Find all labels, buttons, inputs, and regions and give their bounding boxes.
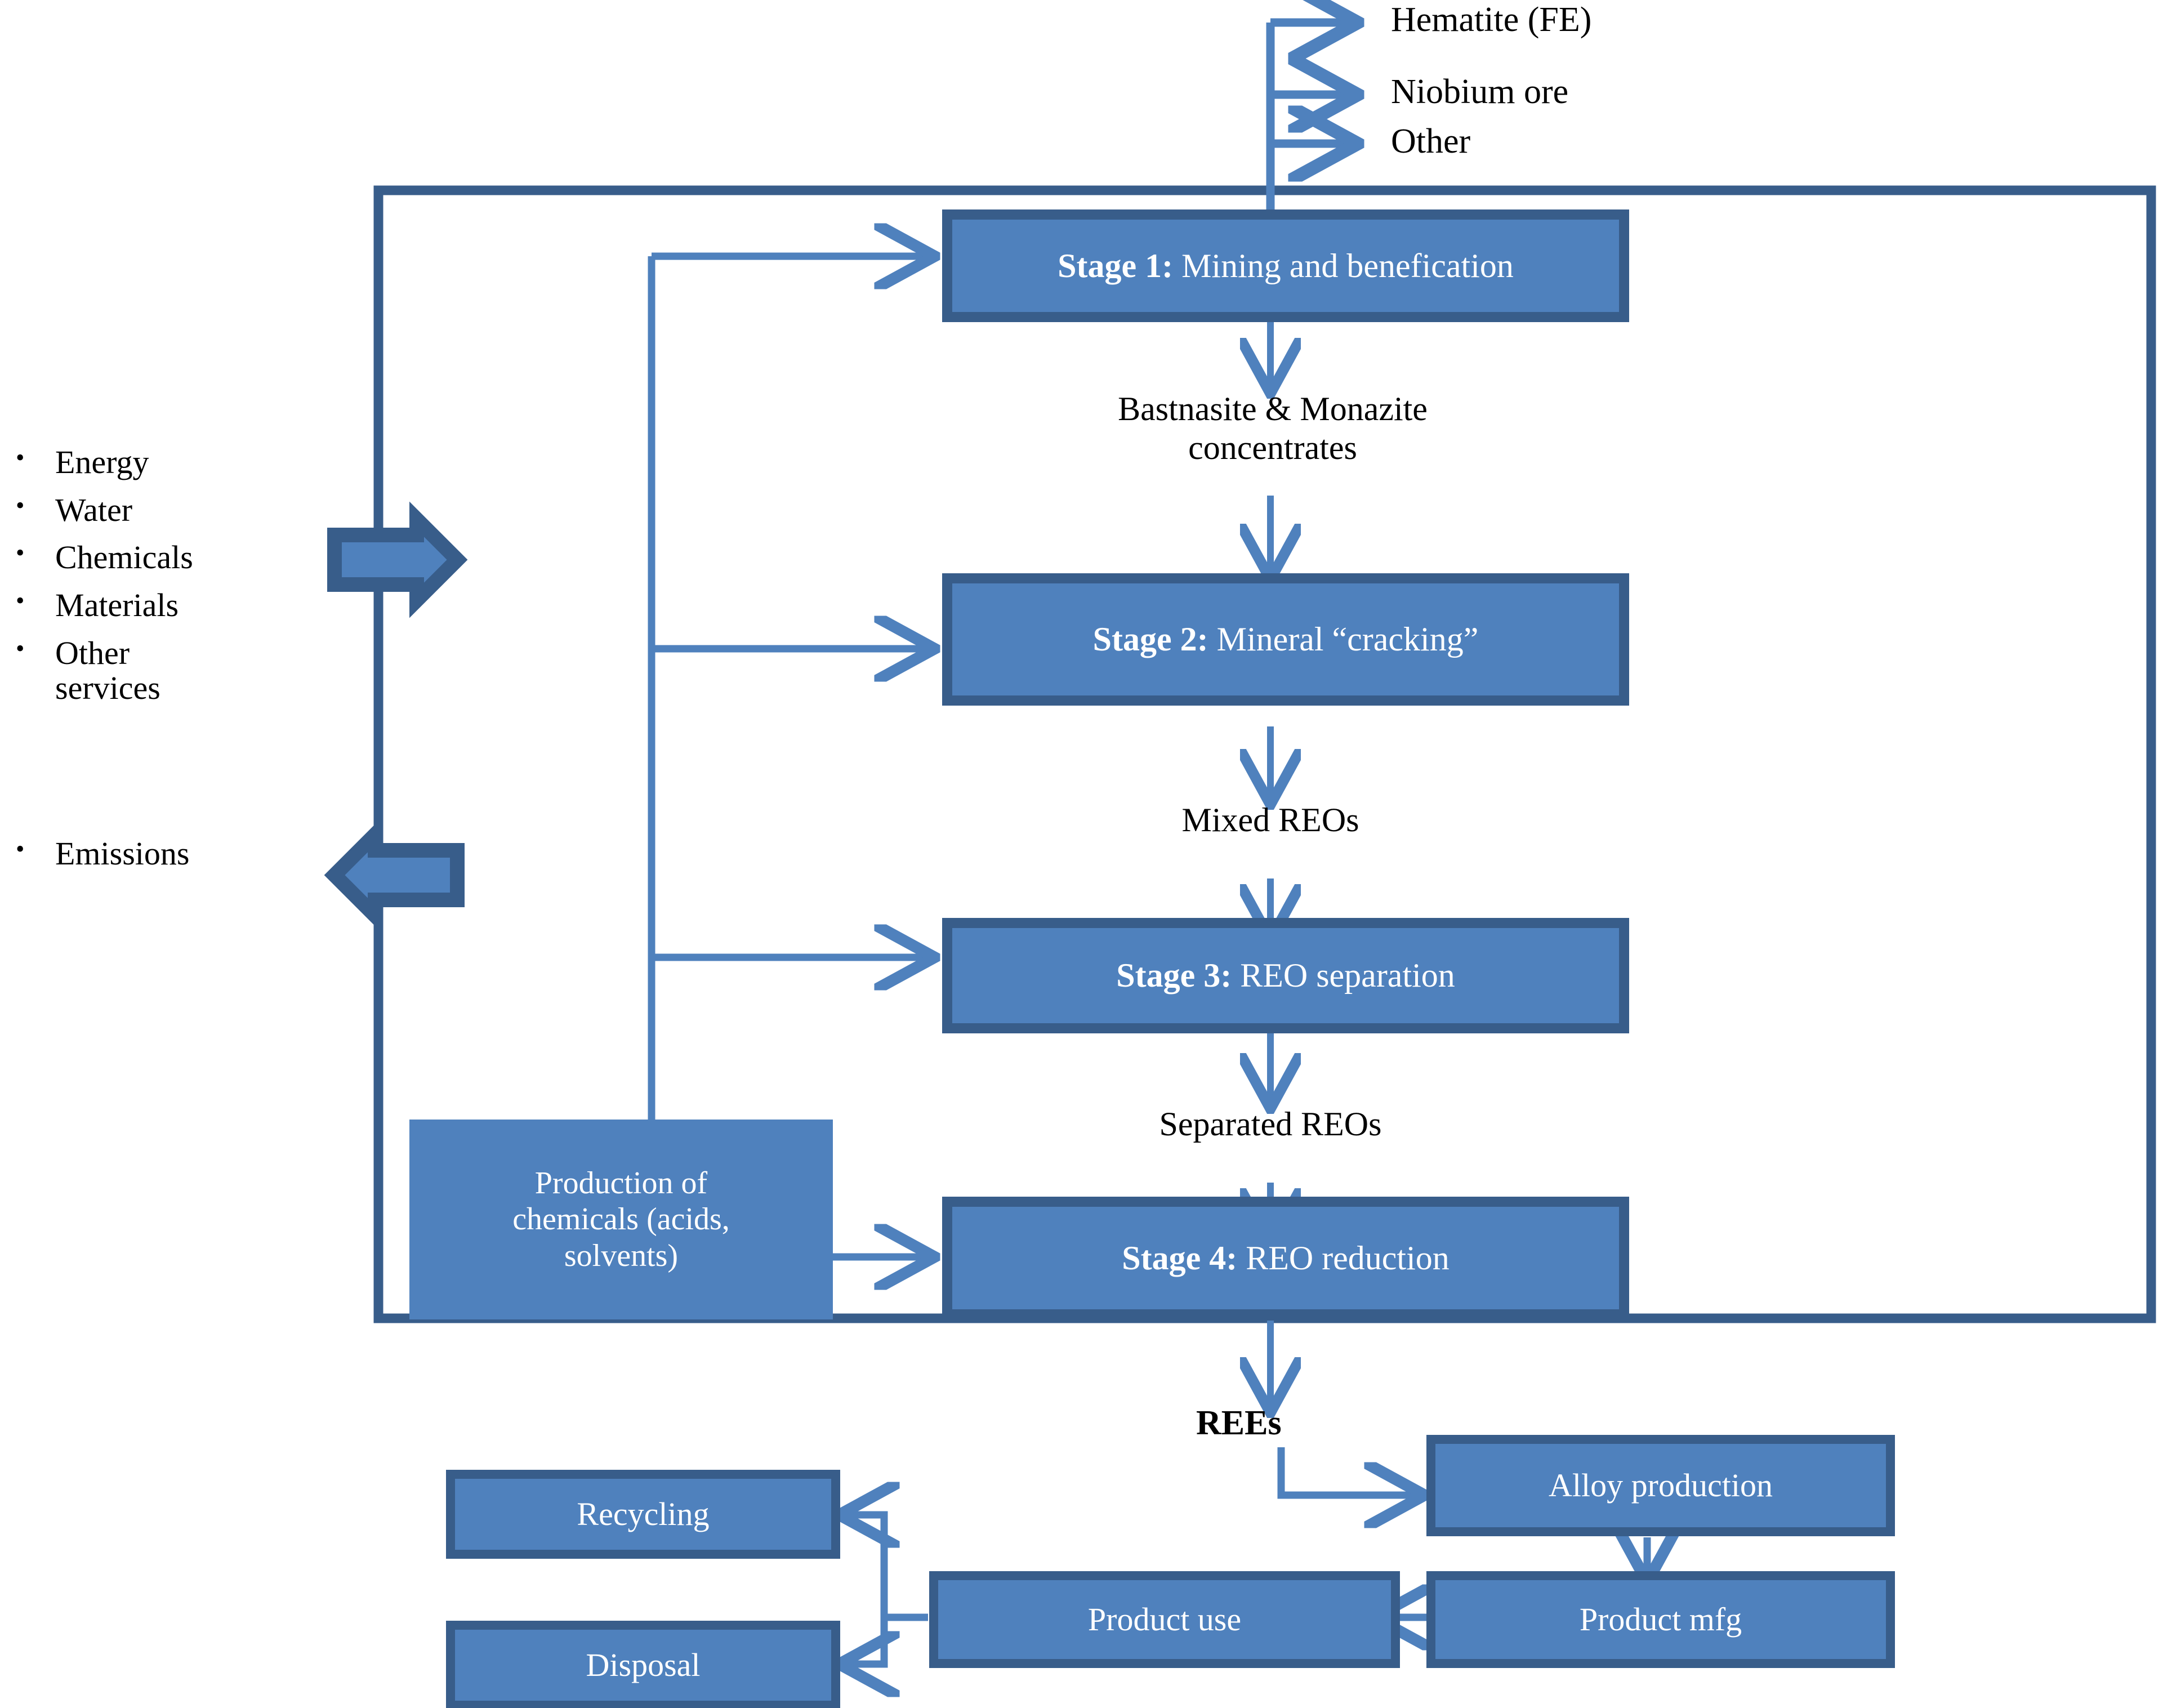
inputs-item-energy: Energy [55,444,149,480]
list-item: • Water [16,491,331,528]
concentrates-line-2: concentrates [1188,429,1357,466]
downstream-box-alloy-production[interactable]: Alloy production [1426,1435,1895,1536]
flow-label-mixed-reos: Mixed REOs [1181,801,1359,839]
recycling-label: Recycling [577,1495,710,1532]
support-box-chemicals-production[interactable]: Production of chemicals (acids, solvents… [409,1120,833,1319]
stage2-prefix: Stage 2: [1092,621,1208,658]
list-item: • Other services [16,634,331,707]
inputs-list: • Energy • Water • Chemicals • Materials… [16,444,331,719]
stage4-prefix: Stage 4: [1122,1239,1238,1277]
inputs-item-water: Water [55,491,133,528]
bullet-glyph: • [16,586,25,614]
inputs-block-arrow [327,501,468,618]
bullet-glyph: • [16,539,25,567]
outputs-item-emissions: Emissions [55,835,190,872]
chemicals-feeder-connectors [648,256,929,1125]
inputs-item-materials: Materials [55,586,179,623]
byproduct-label-other: Other [1391,122,1471,160]
stage-box-stage3[interactable]: Stage 3: REO separation [942,918,1629,1033]
list-item: • Materials [16,586,331,623]
list-item: • Chemicals [16,540,331,576]
stage1-prefix: Stage 1: [1058,247,1174,284]
disposal-label: Disposal [586,1646,701,1683]
emissions-block-arrow [324,817,465,934]
inputs-item-other-services: Other services [55,634,160,707]
bullet-glyph: • [16,444,25,471]
product-mfg-label: Product mfg [1579,1600,1742,1638]
chemicals-line-2: chemicals (acids, [512,1202,730,1237]
chemicals-line-3: solvents) [564,1238,679,1273]
flow-label-concentrates: Bastnasite & Monazite concentrates [1064,390,1481,467]
rees-to-alloy-arrow [1277,1447,1419,1495]
stage-box-stage1[interactable]: Stage 1: Mining and benefication [942,209,1629,322]
byproduct-label-niobium: Niobium ore [1391,73,1569,111]
list-item: • Energy [16,444,331,480]
list-item: • Emissions [16,836,331,872]
stage4-label: REO reduction [1237,1239,1450,1277]
stage1-label: Mining and benefication [1173,247,1514,284]
use-to-recycling-disposal-arrows [845,1515,928,1664]
downstream-box-recycling[interactable]: Recycling [446,1470,840,1559]
product-use-label: Product use [1087,1600,1242,1638]
stage-box-stage4[interactable]: Stage 4: REO reduction [942,1197,1629,1319]
bullet-glyph: • [16,634,25,662]
flow-label-separated-reos: Separated REOs [1159,1105,1382,1143]
stage3-prefix: Stage 3: [1116,957,1232,994]
concentrates-line-1: Bastnasite & Monazite [1118,390,1428,427]
downstream-box-disposal[interactable]: Disposal [446,1621,840,1708]
stage3-label: REO separation [1232,957,1455,994]
alloy-production-label: Alloy production [1549,1466,1773,1504]
stage2-label: Mineral “cracking” [1208,621,1479,658]
flow-label-rees: REEs [1196,1404,1282,1442]
byproduct-connectors [1266,23,1352,214]
outputs-list: • Emissions [16,836,331,884]
chemicals-line-1: Production of [534,1165,708,1201]
bullet-glyph: • [16,835,25,863]
downstream-box-product-use[interactable]: Product use [929,1571,1400,1668]
stage-box-stage2[interactable]: Stage 2: Mineral “cracking” [942,573,1629,706]
bullet-glyph: • [16,491,25,519]
downstream-box-product-mfg[interactable]: Product mfg [1426,1571,1895,1668]
inputs-item-chemicals: Chemicals [55,539,193,576]
byproduct-label-hematite: Hematite (FE) [1391,1,1592,39]
